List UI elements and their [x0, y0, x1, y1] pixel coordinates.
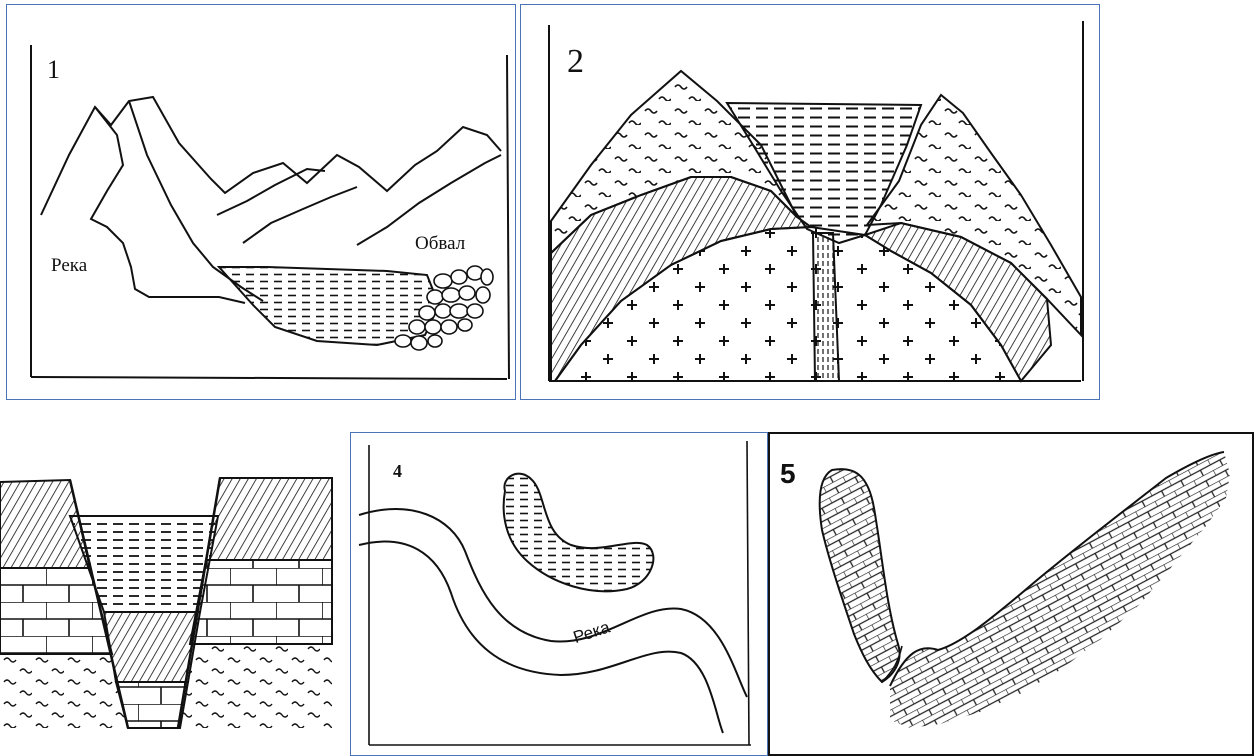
schist-right: [178, 644, 332, 728]
panel-2-number: 2: [567, 43, 584, 81]
panel-5-number: 5: [780, 458, 796, 490]
limestone-right: [190, 560, 332, 644]
rockfall-label: Обвал: [415, 233, 465, 255]
schist-left: [0, 654, 128, 728]
dammed-lake: [219, 267, 439, 345]
karst-rock-left: [820, 469, 900, 682]
panel-5: 5: [768, 432, 1254, 756]
panel-2: 2: [520, 4, 1100, 400]
panel-1: 1 Река Обвал: [6, 4, 516, 400]
panel-4-number: 4: [393, 461, 402, 482]
panel-4: 4 Река: [350, 432, 768, 756]
graben-hatched: [104, 612, 200, 682]
karst-rock-right: [890, 452, 1230, 728]
panel-3: [0, 432, 350, 756]
hatched-layer-right: [206, 478, 332, 560]
river-label: Река: [51, 255, 87, 277]
oxbow-lake: [504, 474, 654, 592]
panel-1-number: 1: [47, 55, 60, 85]
mountain-range: [41, 97, 501, 215]
